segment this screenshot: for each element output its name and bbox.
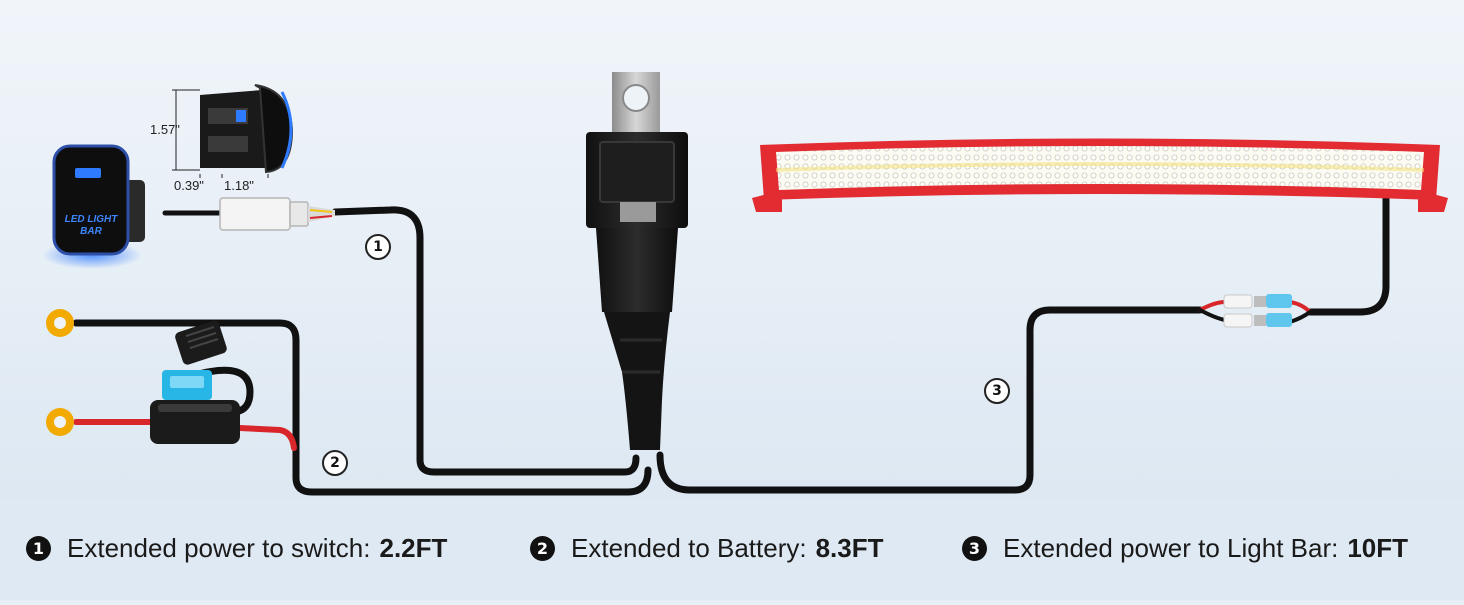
legend-value-1: 2.2FT xyxy=(380,533,448,564)
switch-width-dimension: 1.18" xyxy=(224,178,254,193)
callout-3: 3 xyxy=(984,378,1010,404)
legend-number-1: 1 xyxy=(26,536,51,561)
switch-led-icon xyxy=(75,168,101,178)
switch-depth-dimension: 0.39" xyxy=(174,178,204,193)
legend-text-2: Extended to Battery: xyxy=(571,533,807,564)
legend-item-3: 3 Extended power to Light Bar: 10FT xyxy=(962,530,1408,566)
relay-socket xyxy=(596,228,678,312)
ring-terminal-positive xyxy=(46,408,74,436)
ring-terminal-ground xyxy=(46,309,74,337)
legend-number-2: 2 xyxy=(530,536,555,561)
switch-height-dimension: 1.57" xyxy=(150,122,180,137)
switch-body xyxy=(54,146,128,254)
legend-value-3: 10FT xyxy=(1347,533,1408,564)
switch-label-line2: BAR xyxy=(80,226,102,237)
callout-1: 1 xyxy=(365,234,391,260)
legend-number-3: 3 xyxy=(962,536,987,561)
switch-label-line1: LED LIGHT xyxy=(65,214,119,225)
callout-2: 2 xyxy=(322,450,348,476)
legend-value-2: 8.3FT xyxy=(816,533,884,564)
legend-text-3: Extended power to Light Bar: xyxy=(1003,533,1338,564)
legend-item-2: 2 Extended to Battery: 8.3FT xyxy=(530,530,884,566)
legend-item-1: 1 Extended power to switch: 2.2FT xyxy=(26,530,447,566)
legend-text-1: Extended power to switch: xyxy=(67,533,371,564)
